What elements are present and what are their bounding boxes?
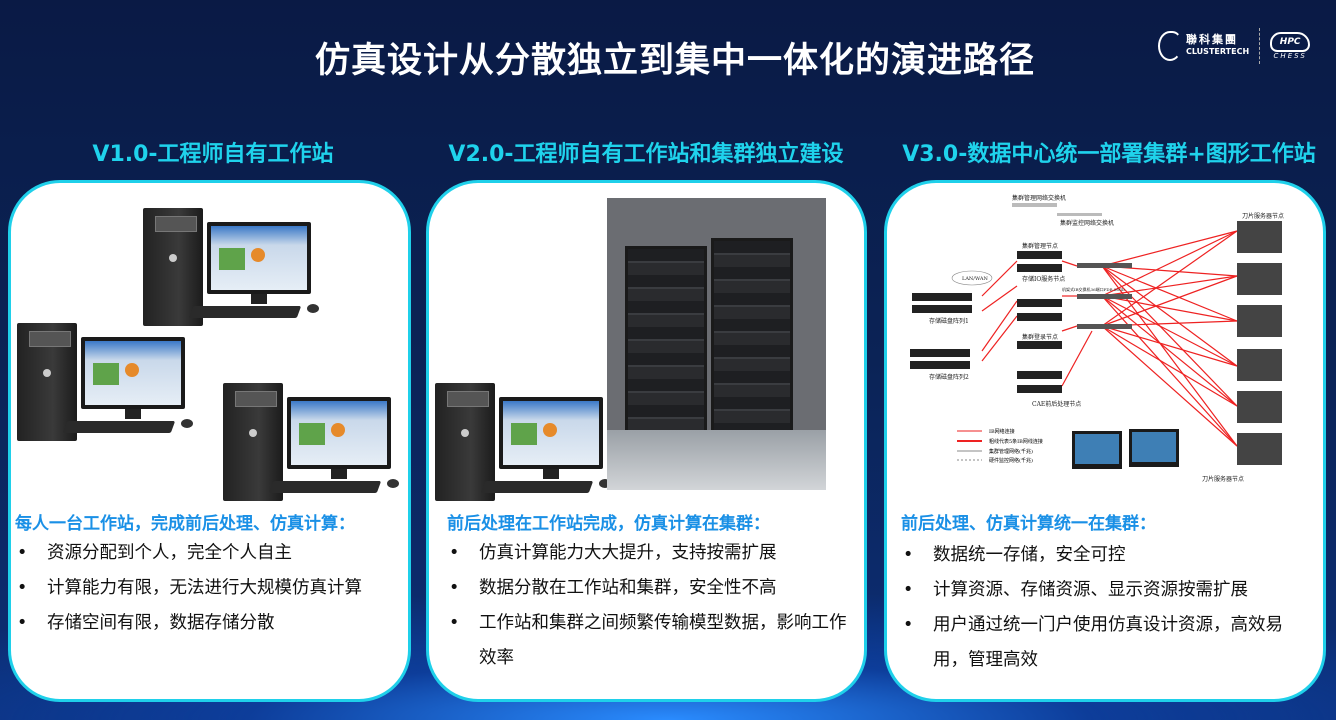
diagram-label: 集群登录节点 (1022, 333, 1058, 341)
card-v3: 集群管理网络交换机 集群监控网络交换机 刀片服务器节点 集群管理节点 存储IO服… (884, 180, 1326, 702)
bullet-item: 工作站和集群之间频繁传输模型数据，影响工作效率 (447, 606, 847, 676)
page-title: 仿真设计从分散独立到集中一体化的演进路径 (314, 41, 1035, 81)
legend-item: IB网络连接 (989, 428, 1015, 435)
diagram-label: 刀片服务器节点 (1242, 212, 1284, 220)
bullet-item: 数据分散在工作站和集群，安全性不高 (447, 571, 847, 606)
logo-divider (1259, 28, 1261, 64)
bullet-item: 仿真计算能力大大提升，支持按需扩展 (447, 536, 847, 571)
legend-item: 集群管理网络(千兆) (989, 448, 1033, 455)
card-subtitle: 前后处理、仿真计算统一在集群： (901, 514, 1156, 534)
card-subtitle: 前后处理在工作站完成，仿真计算在集群： (447, 514, 770, 534)
diagram-label: 集群管理节点 (1022, 242, 1058, 250)
diagram-label: 存储磁盘阵列1 (929, 317, 969, 325)
hpc-chess-logo: HPC CHESS (1270, 32, 1311, 60)
bullet-list: 数据统一存储，安全可控 计算资源、存储资源、显示资源按需扩展 用户通过统一门户使… (901, 538, 1301, 678)
clustertech-mark-icon (1158, 31, 1182, 61)
bullet-item: 数据统一存储，安全可控 (901, 538, 1301, 573)
chess-text: CHESS (1273, 52, 1307, 60)
diagram-label: 存储磁盘阵列2 (929, 373, 969, 381)
logo-en: CLUSTERTECH (1186, 47, 1250, 56)
heading-v2: V2.0-工程师自有工作站和集群独立建设 (448, 142, 844, 167)
server-rack-image (607, 198, 826, 490)
diagram-legend: IB网络连接 粗线代表5条IB网线连接 集群管理网络(千兆) 硬件监控网络(千兆… (957, 428, 1043, 464)
heading-v1: V1.0-工程师自有工作站 (92, 142, 334, 167)
bullet-item: 计算能力有限，无法进行大规模仿真计算 (15, 571, 408, 606)
diagram-label: CAE前后处理节点 (1032, 400, 1081, 408)
bullet-item: 计算资源、存储资源、显示资源按需扩展 (901, 573, 1301, 608)
card-v2: 前后处理在工作站完成，仿真计算在集群： 仿真计算能力大大提升，支持按需扩展 数据… (426, 180, 867, 702)
bullet-list: 资源分配到个人，完全个人自主 计算能力有限，无法进行大规模仿真计算 存储空间有限… (15, 536, 408, 641)
legend-item: 粗线代表5条IB网线连接 (989, 438, 1043, 445)
workstation-image (223, 383, 408, 503)
cloud-icon: HPC (1270, 32, 1311, 52)
diagram-label: 机架式IB交换机36端口FDR 56Gb (1062, 286, 1125, 292)
workstation-image (17, 323, 207, 443)
bullet-item: 用户通过统一门户使用仿真设计资源，高效易用，管理高效 (901, 608, 1301, 678)
card-v1: 每人一台工作站，完成前后处理、仿真计算： 资源分配到个人，完全个人自主 计算能力… (8, 180, 411, 702)
diagram-label: 集群管理网络交换机 (1012, 194, 1066, 202)
diagram-label: LAN/WAN (962, 276, 988, 282)
workstation-image (435, 383, 625, 503)
workstation-image (143, 208, 333, 328)
diagram-label: 存储IO服务节点 (1022, 275, 1065, 283)
heading-v3: V3.0-数据中心统一部署集群+图形工作站 (902, 142, 1316, 167)
bullet-list: 仿真计算能力大大提升，支持按需扩展 数据分散在工作站和集群，安全性不高 工作站和… (447, 536, 847, 676)
diagram-label: 刀片服务器节点 (1202, 475, 1244, 483)
bullet-item: 资源分配到个人，完全个人自主 (15, 536, 408, 571)
card-subtitle: 每人一台工作站，完成前后处理、仿真计算： (15, 514, 355, 534)
logo-cn: 聯科集團 (1186, 33, 1238, 46)
diagram-label: 集群监控网络交换机 (1060, 219, 1114, 227)
cluster-architecture-diagram: 集群管理网络交换机 集群监控网络交换机 刀片服务器节点 集群管理节点 存储IO服… (910, 194, 1284, 483)
server-nodes (910, 203, 1282, 469)
legend-item: 硬件监控网络(千兆) (989, 457, 1033, 464)
bullet-item: 存储空间有限，数据存储分散 (15, 606, 408, 641)
